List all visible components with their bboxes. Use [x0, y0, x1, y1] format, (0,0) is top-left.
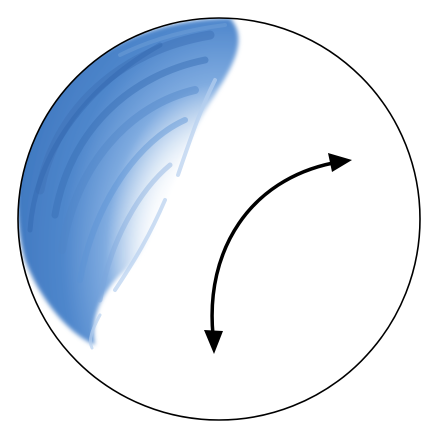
diagram-stage [0, 0, 423, 430]
rotation-diagram [0, 0, 423, 430]
